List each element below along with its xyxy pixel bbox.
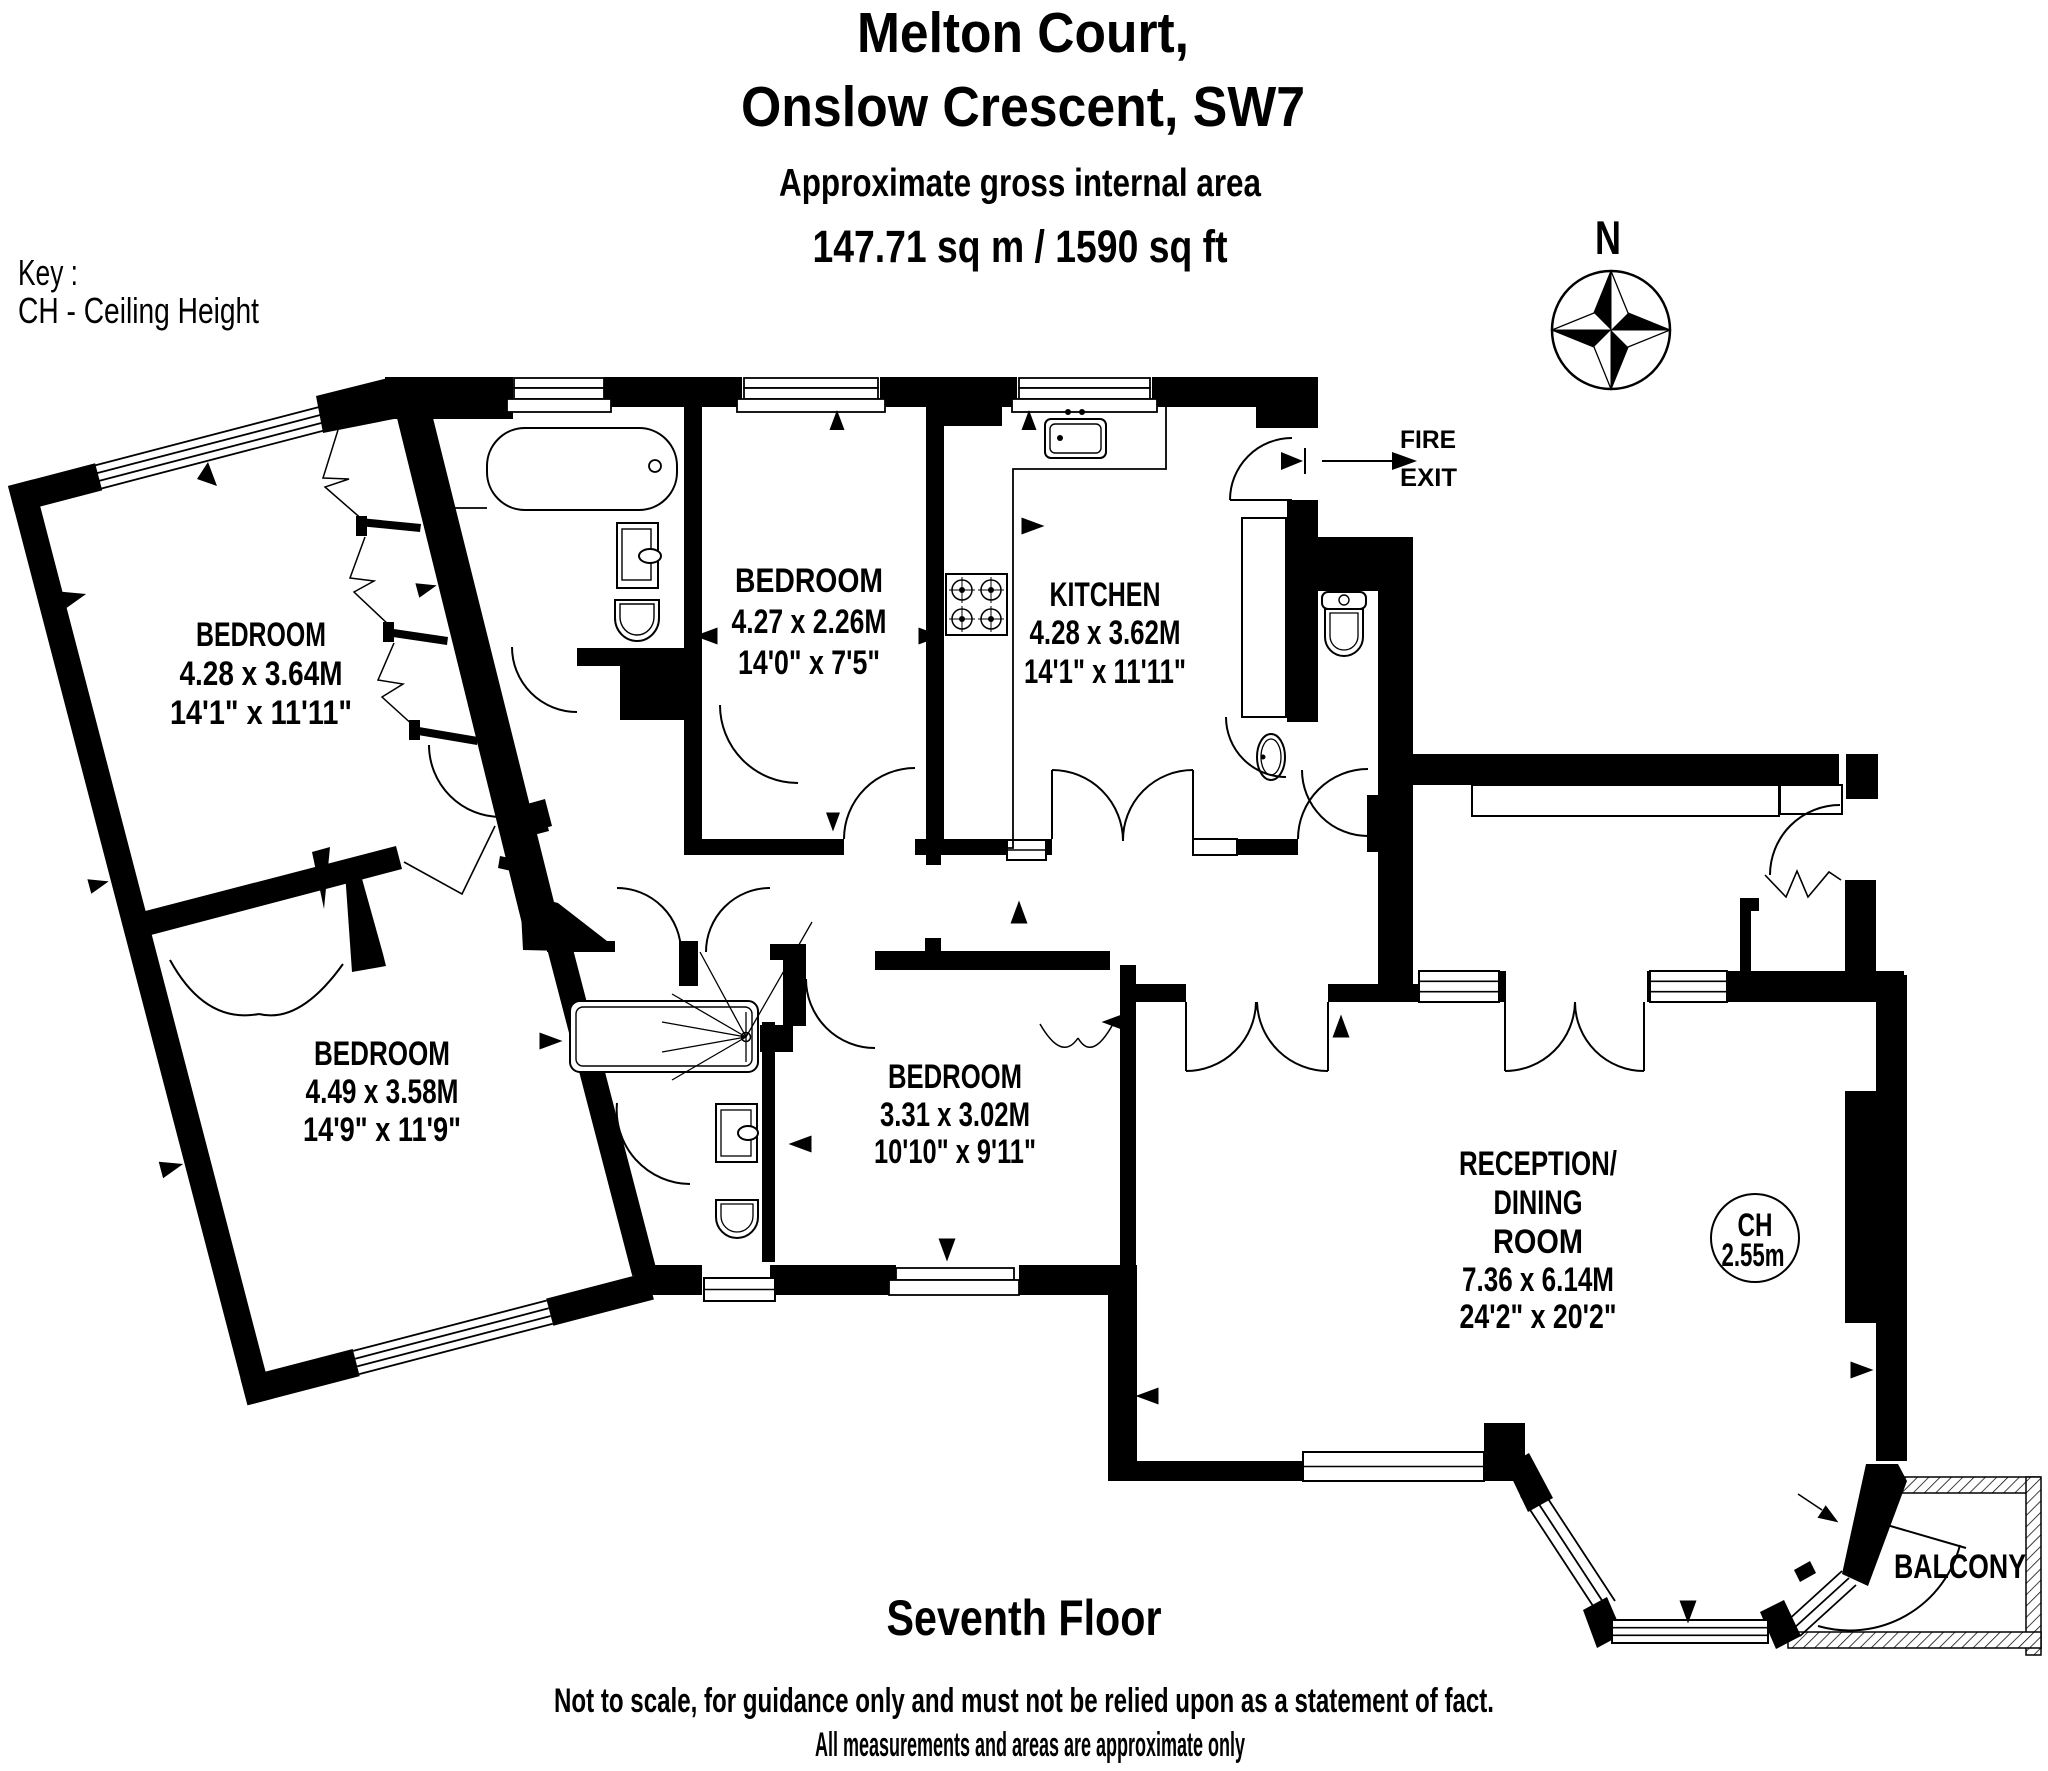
svg-text:Key :: Key : xyxy=(18,252,78,293)
svg-text:Not to scale, for guidance onl: Not to scale, for guidance only and must… xyxy=(554,1682,1494,1720)
svg-text:14'0" x 7'5": 14'0" x 7'5" xyxy=(738,644,880,682)
svg-text:BEDROOM: BEDROOM xyxy=(314,1035,450,1073)
svg-text:RECEPTION/: RECEPTION/ xyxy=(1459,1145,1617,1183)
svg-text:CH - Ceiling Height: CH - Ceiling Height xyxy=(18,290,259,331)
svg-text:DINING: DINING xyxy=(1494,1184,1583,1222)
svg-text:Approximate gross internal are: Approximate gross internal area xyxy=(779,162,1261,205)
svg-text:14'1" x 11'11": 14'1" x 11'11" xyxy=(170,694,352,732)
svg-text:10'10" x 9'11": 10'10" x 9'11" xyxy=(874,1133,1036,1171)
svg-text:4.49 x 3.58M: 4.49 x 3.58M xyxy=(306,1073,459,1111)
svg-text:Onslow Crescent, SW7: Onslow Crescent, SW7 xyxy=(741,75,1305,139)
svg-text:14'9" x 11'9": 14'9" x 11'9" xyxy=(303,1111,461,1149)
svg-text:3.31 x 3.02M: 3.31 x 3.02M xyxy=(880,1096,1030,1134)
svg-text:ROOM: ROOM xyxy=(1493,1223,1583,1261)
svg-text:CH: CH xyxy=(1738,1207,1773,1243)
svg-text:EXIT: EXIT xyxy=(1400,464,1457,492)
svg-text:7.36 x 6.14M: 7.36 x 6.14M xyxy=(1462,1261,1614,1299)
svg-text:FIRE: FIRE xyxy=(1400,426,1456,454)
svg-text:2.55m: 2.55m xyxy=(1722,1237,1785,1273)
svg-text:All measurements and areas are: All measurements and areas are approxima… xyxy=(815,1726,1245,1764)
svg-text:BEDROOM: BEDROOM xyxy=(196,616,326,654)
svg-text:BALCONY: BALCONY xyxy=(1894,1548,2026,1586)
svg-text:14'1" x 11'11": 14'1" x 11'11" xyxy=(1024,653,1186,691)
svg-text:24'2" x 20'2": 24'2" x 20'2" xyxy=(1460,1298,1617,1336)
svg-text:Melton Court,: Melton Court, xyxy=(857,1,1189,65)
svg-text:4.28 x 3.62M: 4.28 x 3.62M xyxy=(1030,614,1181,652)
svg-text:4.28 x 3.64M: 4.28 x 3.64M xyxy=(180,655,343,693)
svg-text:N: N xyxy=(1595,211,1621,264)
svg-text:147.71 sq m / 1590 sq ft: 147.71 sq m / 1590 sq ft xyxy=(813,221,1228,272)
svg-text:4.27 x 2.26M: 4.27 x 2.26M xyxy=(732,603,887,641)
svg-text:KITCHEN: KITCHEN xyxy=(1050,576,1161,614)
svg-text:Seventh Floor: Seventh Floor xyxy=(887,1590,1162,1646)
svg-text:BEDROOM: BEDROOM xyxy=(888,1058,1022,1096)
svg-text:BEDROOM: BEDROOM xyxy=(735,562,883,600)
